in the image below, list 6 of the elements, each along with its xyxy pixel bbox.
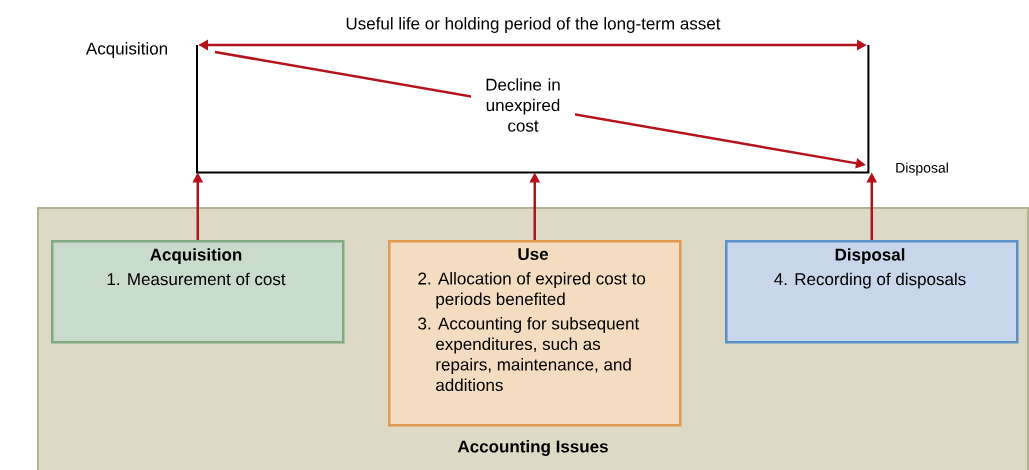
label: Disposal xyxy=(896,162,948,176)
category-box: Use 2. Allocation of expired cost to periods benefited 3. Accounting for subsequent expenditures, such as repairs, maintenance, and additions xyxy=(388,240,682,427)
category-box: Disposal 4. Recording of disposals xyxy=(725,240,1019,344)
label: Decline in unexpired cost xyxy=(471,76,575,134)
category-box: Acquisition 1. Measurement of cost xyxy=(51,240,345,344)
label: Acquisition xyxy=(85,42,167,58)
